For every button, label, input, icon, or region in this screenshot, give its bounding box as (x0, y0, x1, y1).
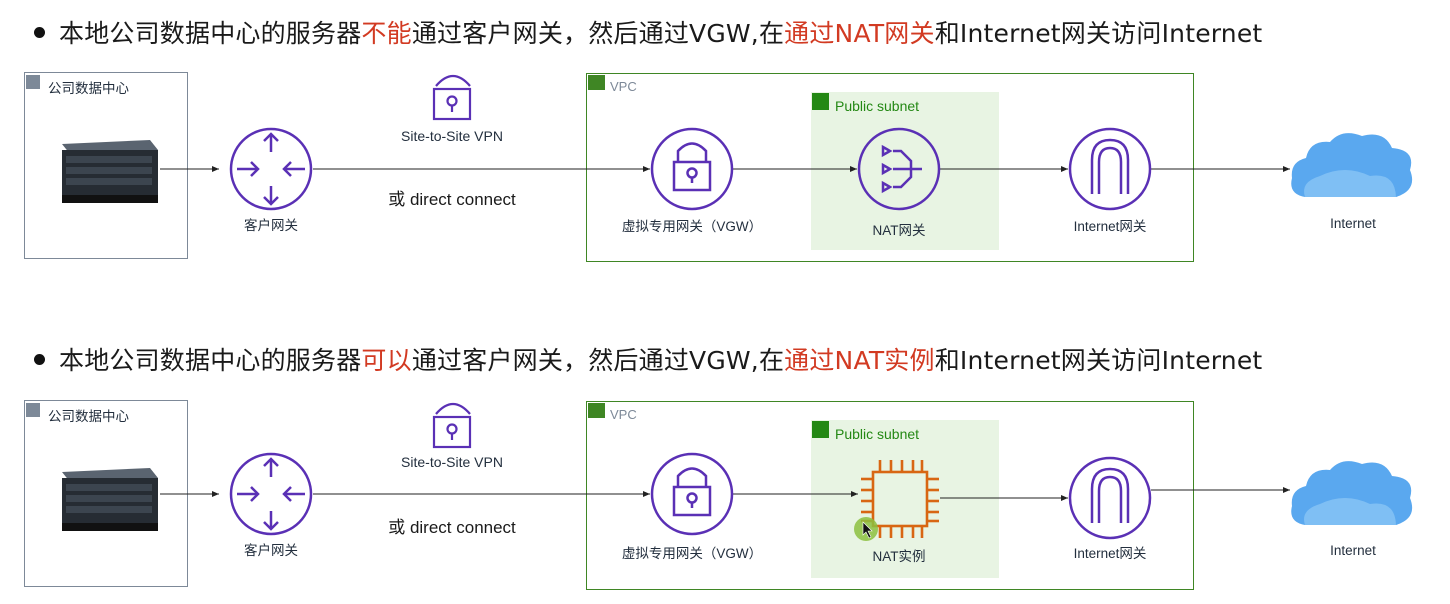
headline-text: 本地公司数据中心的服务器 (59, 19, 362, 48)
vpc-box (586, 73, 1194, 262)
vpc-cloud-icon (588, 75, 605, 90)
nat-instance-label: NAT实例 (872, 549, 926, 564)
nat-gateway-icon (857, 127, 941, 211)
cloud-icon (1291, 133, 1413, 197)
direct-connect-label: 或 direct connect (388, 518, 516, 537)
datacenter-box (24, 72, 188, 259)
vpc-label: VPC (610, 79, 637, 94)
vpc-label: VPC (610, 407, 637, 422)
cloud-icon (1291, 461, 1413, 525)
diagram-graphics (62, 74, 1413, 211)
lock-icon (432, 74, 472, 121)
cursor-icon (854, 517, 878, 541)
headline-highlight: 通过NAT网关 (784, 19, 935, 48)
lock-circle-icon (650, 452, 734, 536)
direct-connect-label: 或 direct connect (388, 190, 516, 209)
internet-label: Internet (1330, 216, 1376, 231)
building-icon (26, 75, 40, 89)
igw-label: Internet网关 (1073, 219, 1147, 234)
vpc-box (586, 401, 1194, 590)
internet-label: Internet (1330, 543, 1376, 558)
headline-2: 本地公司数据中心的服务器可以通过客户网关，然后通过VGW,在通过NAT实例和In… (34, 341, 1262, 377)
datacenter-label: 公司数据中心 (48, 81, 129, 96)
server-rack-icon (62, 140, 158, 203)
headline-text: 本地公司数据中心的服务器 (59, 346, 362, 375)
nat-gateway-label: NAT网关 (872, 223, 926, 238)
diagram-nat-instance: 公司数据中心 VPC Public subnet (0, 400, 1450, 600)
headline-text: 通过客户网关，然后通过VGW,在 (411, 19, 785, 48)
public-subnet-box (811, 92, 999, 250)
building-icon (26, 403, 40, 417)
arch-icon (1068, 127, 1152, 211)
vgw-label: 虚拟专用网关（VGW） (621, 219, 763, 234)
customer-gateway-label: 客户网关 (244, 543, 298, 558)
headline-1: 本地公司数据中心的服务器不能通过客户网关，然后通过VGW,在通过NAT网关和In… (34, 14, 1262, 50)
lock-circle-icon (650, 127, 734, 211)
diagram-nat-gateway: 公司数据中心 VPC Public subnet (0, 72, 1450, 272)
arch-icon (1068, 456, 1152, 540)
igw-label: Internet网关 (1073, 546, 1147, 561)
subnet-lock-icon (812, 93, 829, 110)
public-subnet-box (811, 420, 999, 578)
lock-icon (432, 402, 472, 449)
vpn-label: Site-to-Site VPN (401, 128, 503, 144)
router-arrows-icon (229, 127, 313, 211)
diagram-graphics (62, 402, 1413, 541)
headline-text: 通过客户网关，然后通过VGW,在 (411, 346, 785, 375)
headline-text: 和Internet网关访问Internet (934, 19, 1263, 48)
bullet-icon (34, 26, 45, 38)
headline-highlight: 可以 (361, 346, 412, 375)
vpn-label: Site-to-Site VPN (401, 454, 503, 470)
subnet-label: Public subnet (835, 98, 920, 114)
vgw-label: 虚拟专用网关（VGW） (621, 546, 763, 561)
server-rack-icon (62, 468, 158, 531)
bullet-icon (34, 353, 45, 365)
subnet-lock-icon (812, 421, 829, 438)
customer-gateway-label: 客户网关 (244, 218, 298, 233)
vpc-cloud-icon (588, 403, 605, 418)
router-arrows-icon (229, 452, 313, 536)
subnet-label: Public subnet (835, 426, 920, 442)
headline-highlight: 通过NAT实例 (784, 346, 935, 375)
headline-text: 和Internet网关访问Internet (934, 346, 1263, 375)
headline-highlight: 不能 (361, 19, 412, 48)
datacenter-label: 公司数据中心 (48, 409, 129, 424)
